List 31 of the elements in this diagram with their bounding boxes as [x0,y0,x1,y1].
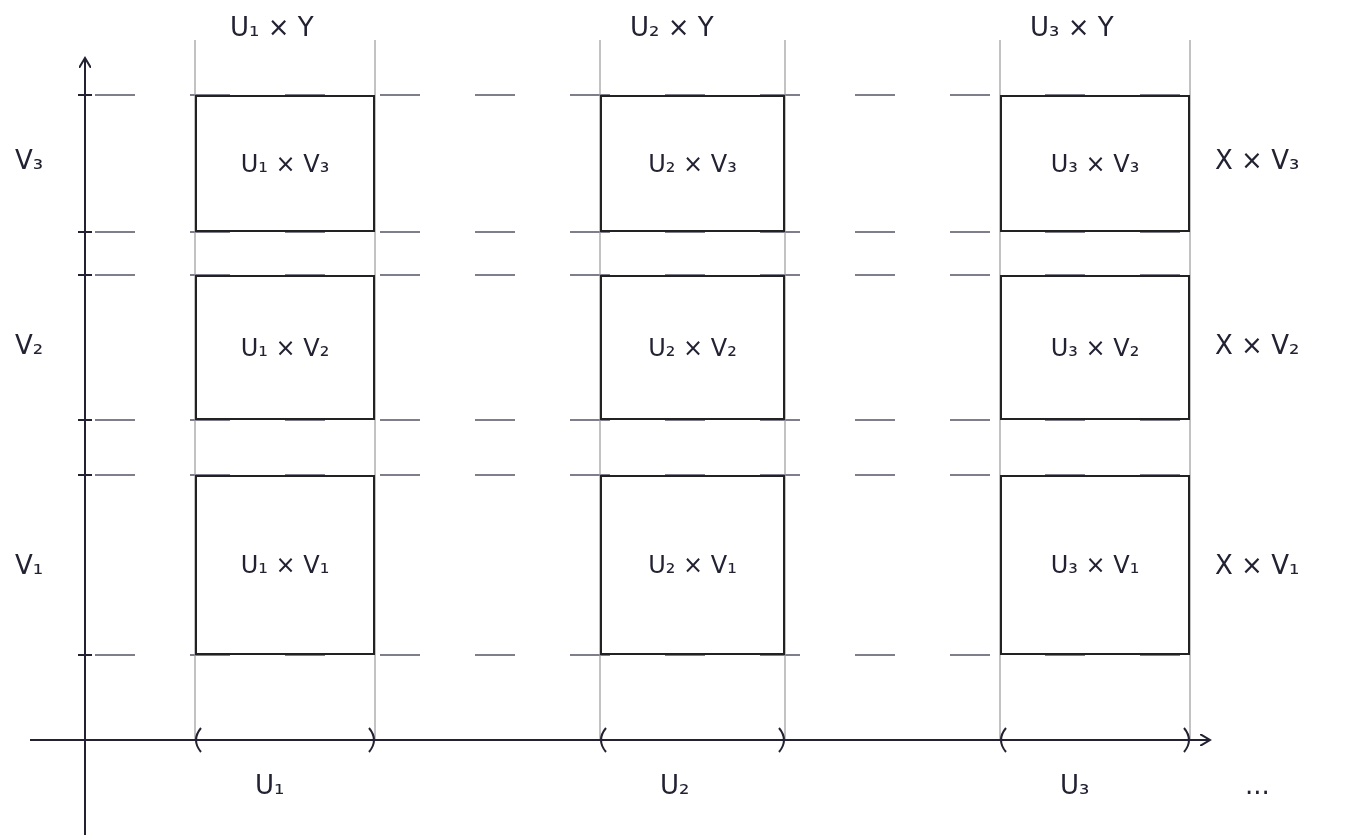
set-label: U₂ × V₂ [648,333,737,362]
set-label: X × V₃ [1215,145,1300,175]
set-label: X × V₂ [1215,330,1300,360]
axis-label: U₁ [255,770,285,800]
set-label: U₃ × V₂ [1050,333,1140,362]
axis-label: V₃ [15,145,44,175]
product-set-box [195,275,375,420]
set-label: U₃ × V₁ [1050,551,1140,579]
axis-label: U₃ [1060,770,1090,800]
ellipsis-label: ... [1245,770,1270,800]
product-set-box [600,475,785,655]
product-set-box [600,275,785,420]
set-label: U₃ × Y [1030,12,1114,42]
set-label: U₁ × V₂ [240,333,330,362]
set-label: X × V₁ [1215,550,1300,580]
set-label: U₁ × V₁ [240,551,330,579]
axis-label: V₂ [15,330,44,360]
set-label: U₃ × V₃ [1050,149,1140,178]
product-set-box [1000,475,1190,655]
product-set-box [1000,275,1190,420]
product-set-box [195,475,375,655]
set-label: U₂ × V₁ [648,551,737,579]
product-set-box [600,95,785,232]
product-set-box [1000,95,1190,232]
axis-label: V₁ [15,550,44,580]
product-set-box [195,95,375,232]
set-label: U₂ × Y [630,12,714,42]
set-label: U₂ × V₃ [648,149,737,178]
set-label: U₁ × Y [230,12,314,42]
axis-label: U₂ [660,770,690,800]
set-label: U₁ × V₃ [240,149,330,178]
